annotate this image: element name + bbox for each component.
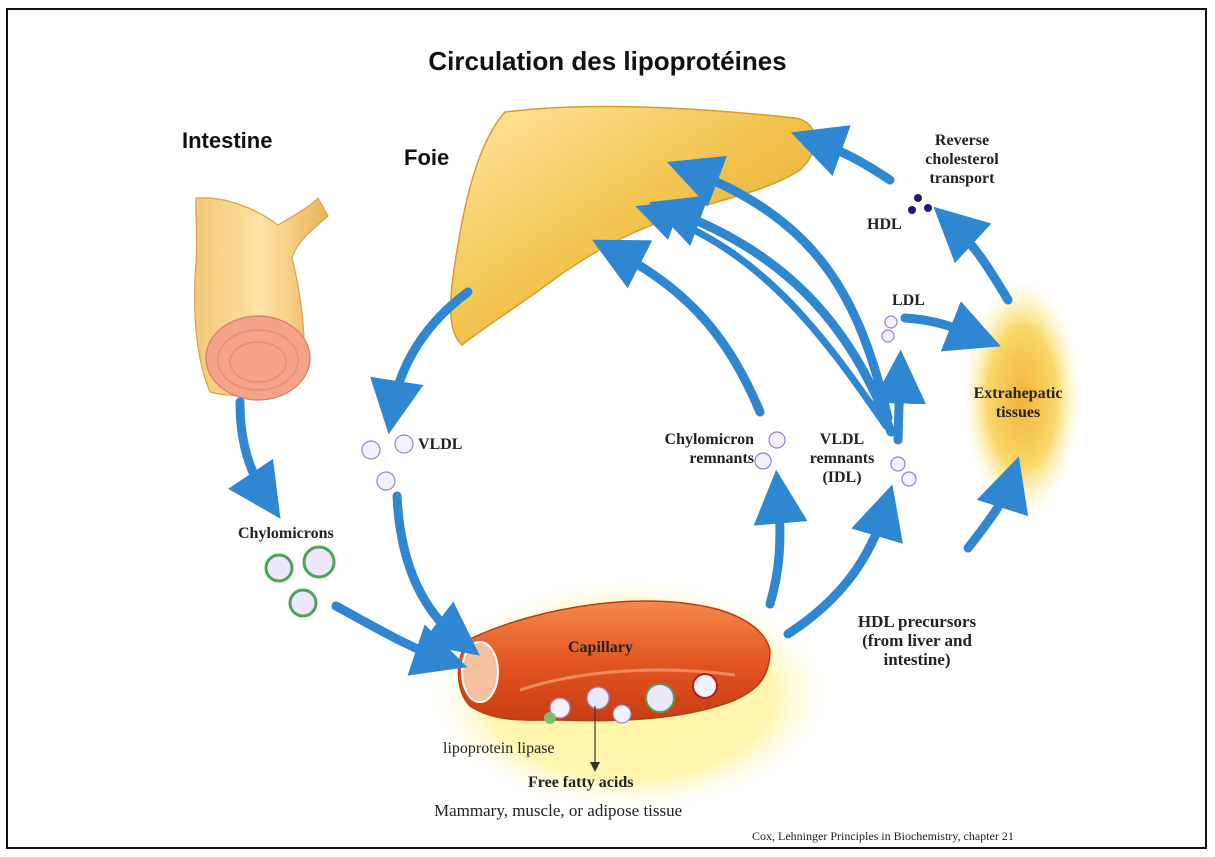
label-ldl: LDL xyxy=(892,291,925,310)
intestine-lumen xyxy=(206,316,310,400)
label-hdl: HDL xyxy=(867,215,902,234)
label-reverse-transport: Reverse cholesterol transport xyxy=(922,131,1002,188)
label-lipoprotein-lipase: lipoprotein lipase xyxy=(443,739,555,758)
liver-shape xyxy=(451,106,816,345)
citation: Cox, Lehninger Principles in Biochemistr… xyxy=(752,829,1014,843)
label-chylomicron-remnants: Chylomicron remnants xyxy=(636,430,754,468)
label-vldl: VLDL xyxy=(418,435,462,454)
hdl-dots xyxy=(908,194,932,214)
label-free-fatty-acids: Free fatty acids xyxy=(528,773,633,792)
label-tissue: Mammary, muscle, or adipose tissue xyxy=(434,801,682,820)
chylomicron-particles xyxy=(266,547,334,616)
diagram-title: Circulation des lipoprotéines xyxy=(0,46,1215,77)
label-intestine: Intestine xyxy=(182,128,272,154)
label-foie: Foie xyxy=(404,145,449,171)
label-extrahepatic-tissues: Extrahepatic tissues xyxy=(962,384,1074,422)
vldl-particles xyxy=(362,435,413,490)
label-vldl-remnants: VLDL remnants (IDL) xyxy=(793,430,891,487)
label-capillary: Capillary xyxy=(568,638,633,657)
label-hdl-precursors: HDL precursors (from liver and intestine… xyxy=(842,612,992,669)
label-chylomicrons: Chylomicrons xyxy=(238,524,334,543)
